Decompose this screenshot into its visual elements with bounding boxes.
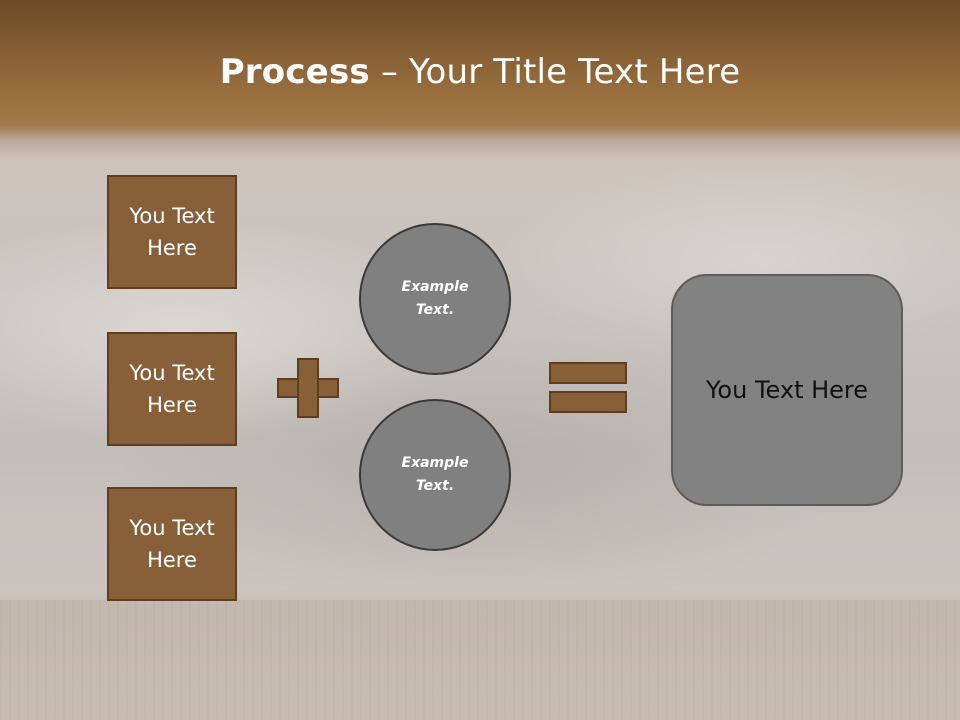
input-box-3: You Text Here bbox=[107, 487, 237, 601]
example-circle-2-text: Example Text. bbox=[401, 455, 469, 494]
result-box: You Text Here bbox=[671, 274, 903, 506]
input-box-2: You Text Here bbox=[107, 332, 237, 446]
example-circle-2: Example Text. bbox=[359, 399, 511, 551]
input-box-2-text: You Text Here bbox=[129, 361, 215, 417]
example-circle-1-text: Example Text. bbox=[401, 279, 469, 318]
example-circle-1: Example Text. bbox=[359, 223, 511, 375]
input-box-1: You Text Here bbox=[107, 175, 237, 289]
slide-title-bold: Process bbox=[219, 52, 370, 92]
slide-title: Process – Your Title Text Here bbox=[0, 52, 960, 92]
slide-title-rest: – Your Title Text Here bbox=[369, 52, 741, 92]
input-box-3-text: You Text Here bbox=[129, 516, 215, 572]
field-ground-background bbox=[0, 600, 960, 720]
plus-icon-center bbox=[299, 380, 317, 396]
input-box-1-text: You Text Here bbox=[129, 204, 215, 260]
result-box-text: You Text Here bbox=[705, 376, 869, 404]
equals-icon-bottom-bar bbox=[549, 391, 627, 413]
equals-icon-top-bar bbox=[549, 362, 627, 384]
